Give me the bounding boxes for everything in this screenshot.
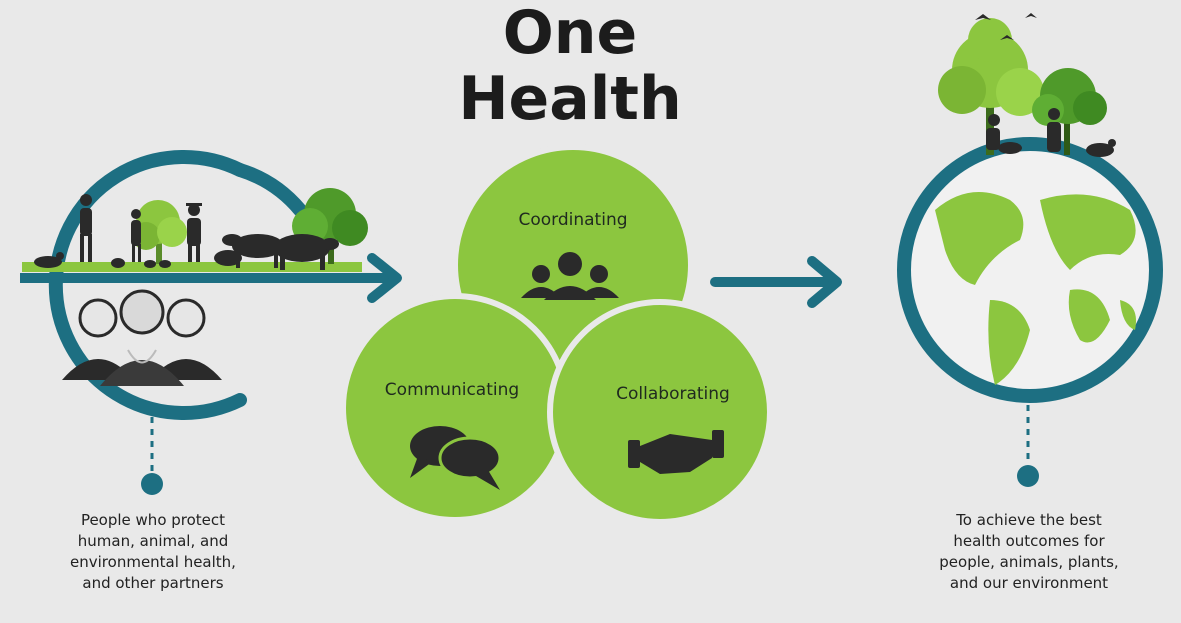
- title-line-1: One: [502, 0, 638, 68]
- right-arrow: [710, 256, 842, 308]
- health-workers-icon: [62, 289, 222, 386]
- caption-line: To achieve the best: [956, 511, 1102, 529]
- people-group-icon: [521, 252, 619, 300]
- connector-dot: [141, 473, 163, 495]
- caption-line: and other partners: [82, 574, 224, 592]
- caption-line: people, animals, plants,: [939, 553, 1119, 571]
- people-animals-silhouette: [34, 194, 339, 270]
- title-line-2: Health: [458, 64, 682, 134]
- tree-icon: [938, 18, 1044, 155]
- communicating-label: Communicating: [384, 380, 520, 400]
- collaborating-label: Collaborating: [616, 384, 730, 404]
- communicating-circle: [340, 293, 570, 523]
- grass-strip: [22, 262, 362, 272]
- caption-line: People who protect: [80, 511, 226, 529]
- caption-line: health outcomes for: [953, 532, 1105, 550]
- globe-icon: [897, 137, 1163, 403]
- outcomes-caption: To achieve the best health outcomes for …: [914, 510, 1144, 594]
- coordinating-label: Coordinating: [518, 210, 628, 230]
- caption-line: and our environment: [949, 574, 1109, 592]
- caption-line: environmental health,: [70, 553, 236, 571]
- partners-ring: [20, 150, 402, 420]
- page-title: One Health: [400, 0, 740, 132]
- speech-bubbles-icon: [410, 426, 502, 490]
- handshake-icon: [628, 430, 724, 474]
- connector-dot: [1017, 465, 1039, 487]
- partners-caption: People who protect human, animal, and en…: [38, 510, 268, 594]
- collaborating-circle: [547, 299, 773, 525]
- caption-line: human, animal, and: [77, 532, 229, 550]
- people-animals-silhouette: [975, 13, 1116, 157]
